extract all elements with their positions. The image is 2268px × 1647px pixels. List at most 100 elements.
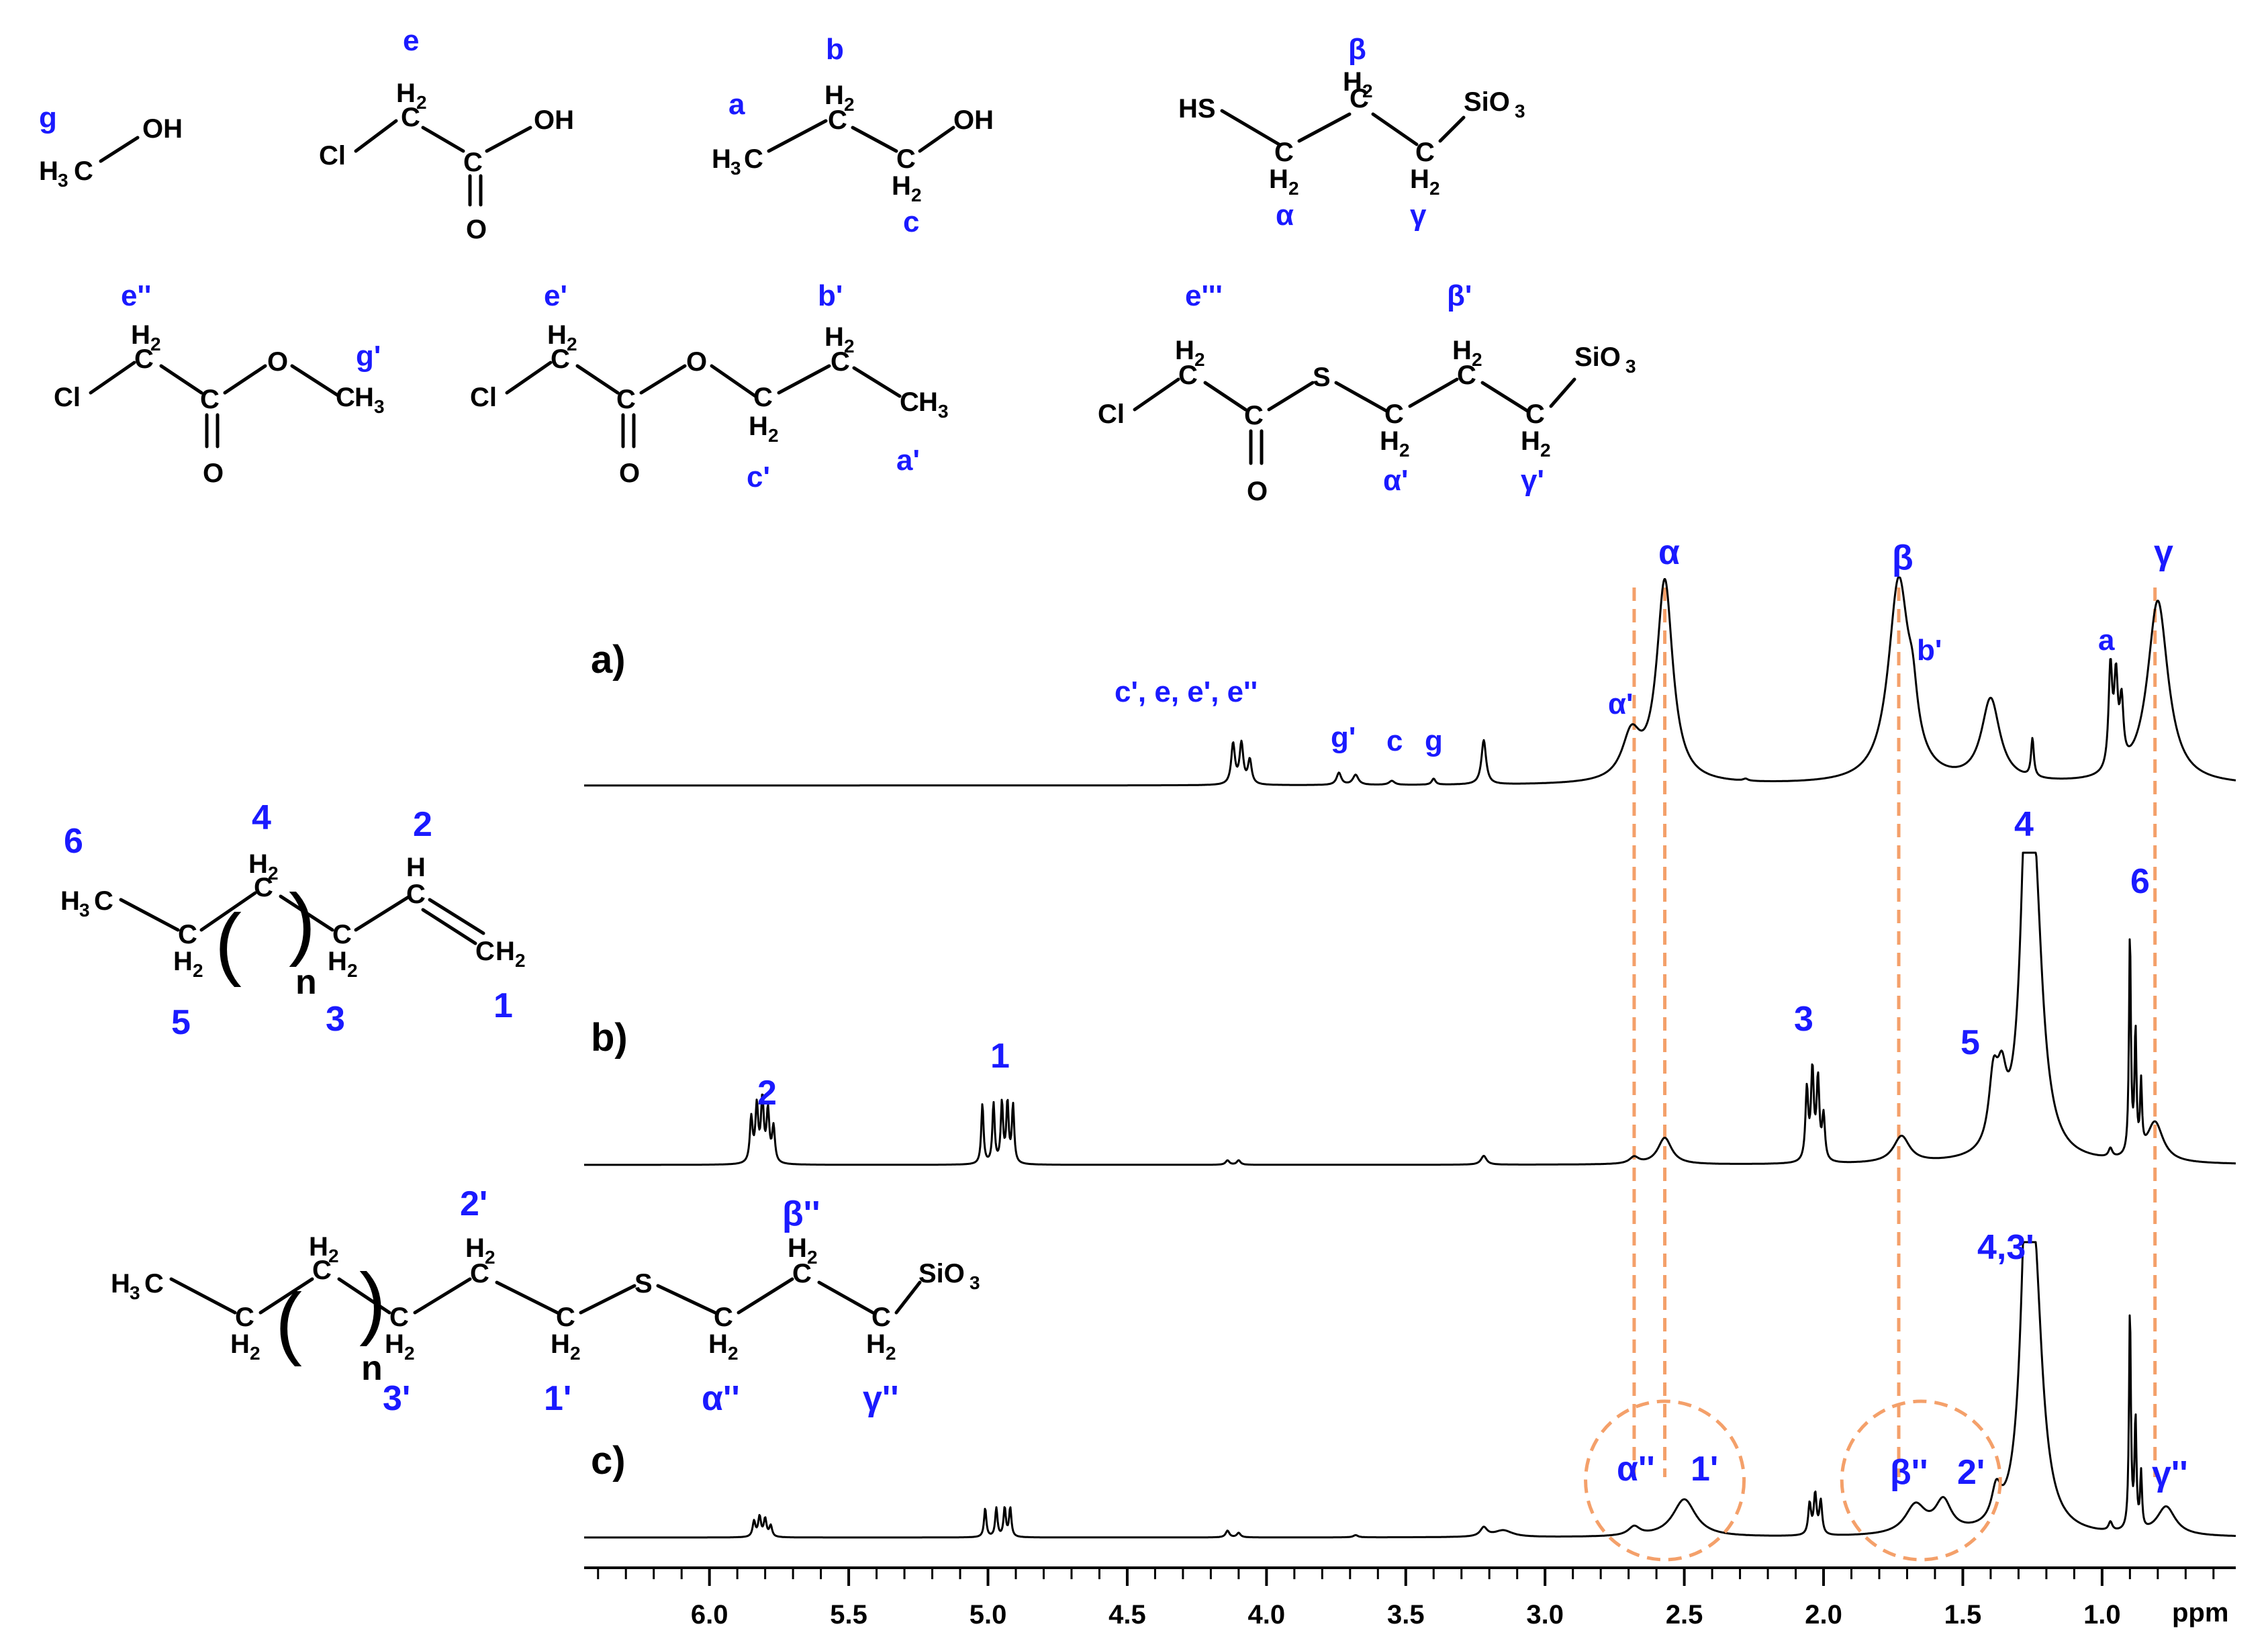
svg-text:H: H	[1380, 426, 1399, 456]
svg-text:C: C	[831, 347, 850, 377]
svg-text:2: 2	[768, 425, 779, 446]
svg-text:C: C	[900, 387, 919, 417]
annotations-b: 4 6 3 5 2 1	[757, 805, 2150, 1113]
structure-methyl-chloroacetate: e'' g' Cl C H 2 C O O C H 3	[54, 279, 385, 488]
panel-label-b: b)	[591, 1016, 628, 1060]
svg-text:1': 1'	[544, 1379, 571, 1418]
svg-text:β: β	[1348, 33, 1366, 66]
svg-text:C: C	[401, 103, 420, 132]
structure-propanol: a b c H 3 C H 2 C C H 2 OH	[712, 33, 994, 238]
svg-text:γ': γ'	[1521, 464, 1544, 497]
svg-text:β'': β''	[782, 1194, 820, 1233]
svg-text:C: C	[1244, 401, 1264, 430]
svg-text:6: 6	[64, 822, 83, 861]
peak-label: a	[2098, 624, 2115, 657]
svg-text:H: H	[230, 1329, 250, 1359]
svg-text:4: 4	[252, 798, 271, 837]
svg-text:3: 3	[130, 1282, 140, 1303]
svg-text:a': a'	[896, 444, 920, 477]
svg-text:C: C	[792, 1259, 812, 1288]
svg-text:2: 2	[150, 334, 161, 355]
x-tick-label: 4.0	[1248, 1600, 1286, 1630]
svg-text:C: C	[94, 886, 113, 916]
svg-text:H: H	[1343, 67, 1362, 97]
svg-text:β': β'	[1447, 279, 1472, 312]
svg-text:3: 3	[970, 1272, 980, 1293]
spectrum-a	[583, 576, 2236, 787]
svg-text:2: 2	[1429, 178, 1440, 199]
svg-text:Cl: Cl	[1098, 399, 1125, 429]
svg-text:3: 3	[1515, 101, 1525, 122]
svg-text:C: C	[1415, 138, 1435, 167]
peak-label: β	[1892, 538, 1913, 577]
svg-text:n: n	[295, 963, 317, 1002]
svg-text:2: 2	[268, 863, 279, 884]
svg-text:2: 2	[1540, 440, 1551, 461]
svg-text:C: C	[235, 1303, 254, 1332]
svg-text:C: C	[178, 920, 197, 949]
svg-text:C: C	[556, 1303, 575, 1332]
svg-text:OH: OH	[953, 105, 994, 135]
panel-label-c: c)	[591, 1439, 626, 1483]
peak-label: α	[1658, 533, 1680, 572]
svg-text:C: C	[1457, 361, 1476, 390]
svg-text:OH: OH	[142, 114, 183, 144]
circled-regions	[1584, 1399, 2002, 1562]
svg-text:H: H	[712, 144, 731, 174]
svg-text:3': 3'	[383, 1379, 410, 1418]
svg-text:2: 2	[347, 960, 358, 981]
svg-text:C: C	[254, 873, 273, 902]
svg-text:2: 2	[1362, 81, 1373, 101]
panel-label-a: a)	[591, 638, 626, 681]
svg-text:e''': e'''	[1185, 279, 1223, 312]
svg-text:O: O	[619, 459, 640, 488]
svg-text:H: H	[396, 79, 416, 108]
svg-text:H: H	[131, 320, 150, 350]
svg-text:C: C	[200, 385, 220, 414]
svg-text:C: C	[551, 344, 570, 374]
x-axis-label: ppm	[2172, 1598, 2228, 1628]
svg-text:γ'': γ''	[863, 1379, 899, 1418]
svg-text:2: 2	[193, 960, 203, 981]
svg-text:H: H	[547, 320, 567, 350]
svg-text:H: H	[355, 383, 374, 412]
svg-text:C: C	[332, 920, 352, 949]
svg-text:C: C	[1350, 84, 1369, 113]
svg-text:H: H	[60, 886, 80, 916]
svg-text:C: C	[871, 1303, 891, 1332]
peak-label: 2'	[1957, 1453, 1985, 1492]
svg-text:1: 1	[493, 986, 513, 1025]
peak-label: g'	[1331, 721, 1356, 754]
svg-text:2: 2	[1194, 349, 1205, 370]
svg-text:2: 2	[413, 805, 432, 844]
svg-text:e'': e''	[121, 279, 151, 312]
svg-text:C: C	[312, 1256, 332, 1285]
svg-text:2: 2	[416, 92, 427, 113]
peak-label: 2	[757, 1074, 777, 1113]
structure-methanol: g H 3 C OH	[39, 101, 183, 191]
peak-label: 4,3'	[1977, 1228, 2034, 1267]
svg-text:H: H	[788, 1233, 807, 1263]
svg-text:H: H	[866, 1329, 886, 1359]
svg-text:5: 5	[171, 1003, 191, 1042]
svg-text:Cl: Cl	[470, 383, 497, 412]
highlight-circle	[1584, 1399, 1746, 1562]
svg-text:b': b'	[818, 279, 843, 312]
svg-text:H: H	[1269, 164, 1288, 194]
peak-label: g	[1425, 724, 1443, 757]
annotations-c: 4,3' α'' 1' β'' 2' γ''	[1617, 1228, 2188, 1493]
svg-text:H: H	[406, 853, 426, 882]
svg-text:(: (	[275, 1277, 302, 1367]
svg-text:O: O	[686, 347, 707, 377]
peak-label: 5	[1960, 1023, 1980, 1062]
svg-text:H: H	[328, 947, 347, 976]
svg-text:2: 2	[328, 1245, 339, 1266]
svg-text:c': c'	[747, 461, 770, 493]
svg-text:S: S	[1313, 363, 1331, 392]
svg-text:C: C	[144, 1269, 164, 1299]
x-tick-label: 5.5	[830, 1600, 867, 1630]
svg-text:H: H	[111, 1269, 130, 1299]
svg-text:a: a	[728, 88, 745, 121]
